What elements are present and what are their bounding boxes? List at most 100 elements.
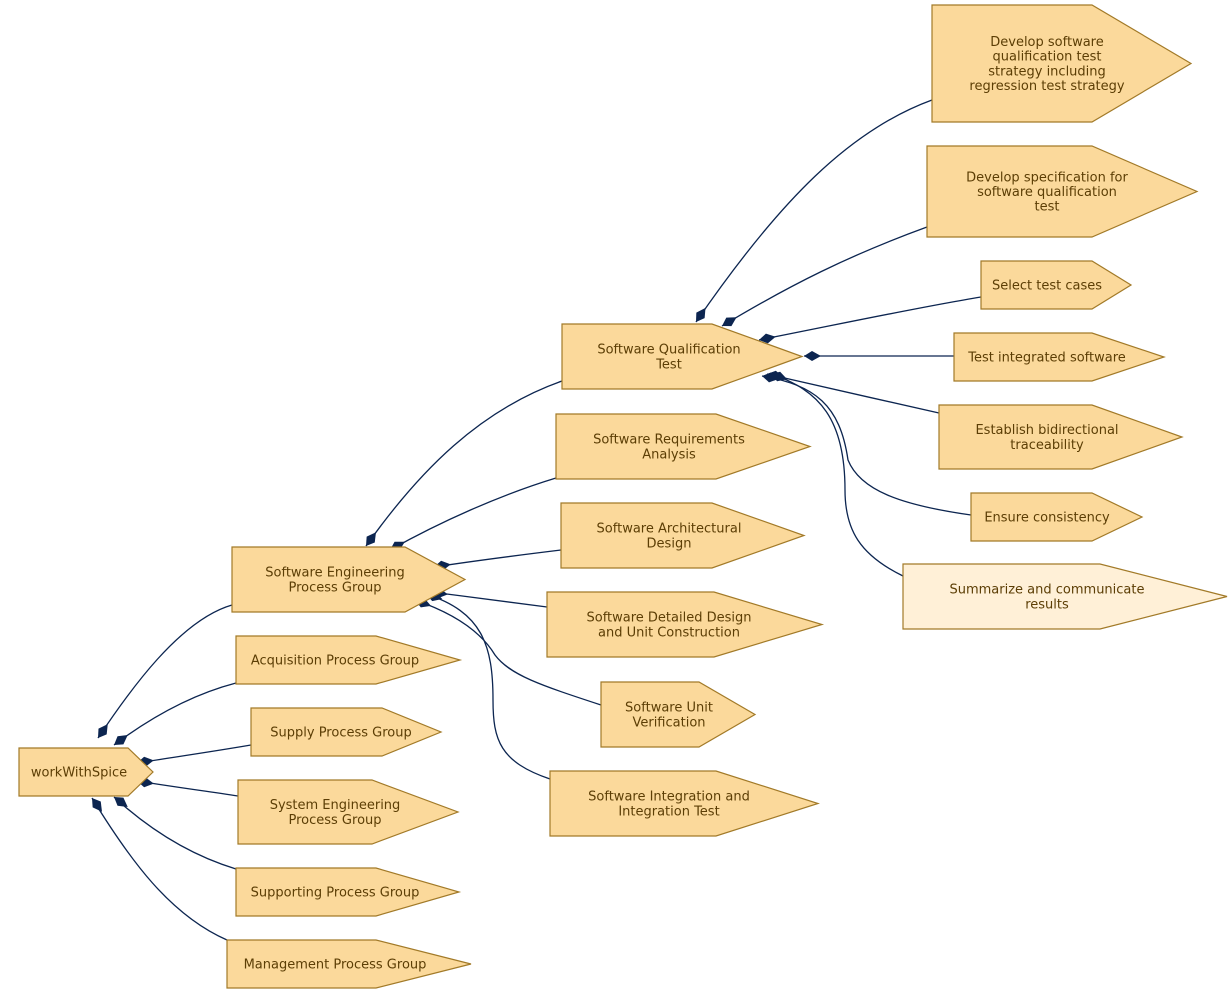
edge-t6 <box>761 375 972 516</box>
node-sad-shape <box>560 502 806 569</box>
node-t3-shape <box>980 260 1133 310</box>
node-sad-label-line: Design <box>647 536 692 551</box>
edge-spg-diamond <box>114 797 128 807</box>
node-t7-label-line: results <box>1025 597 1069 612</box>
node-seg-shape <box>231 546 467 613</box>
edge-sqt <box>365 380 563 547</box>
node-sad-label-line: Software Architectural <box>597 522 742 537</box>
node-mpg-shape <box>226 939 472 989</box>
edge-t2 <box>721 226 928 327</box>
node-sra-label-line: Analysis <box>642 447 696 462</box>
node-sqt-label-line: Test <box>655 357 682 372</box>
edge-mpg-diamond <box>92 798 102 812</box>
node-t2-label-line: test <box>1035 200 1060 215</box>
edges <box>91 99 982 941</box>
node-t1-label-line: qualification test <box>993 50 1102 65</box>
node-sqt-label-line: Software Qualification <box>597 343 740 358</box>
node-t4-shape <box>953 332 1166 382</box>
edge-seg-diamond <box>98 724 108 738</box>
node-mpg[interactable]: Management Process Group <box>226 939 472 989</box>
node-t7-label-line: Summarize and communicate <box>949 583 1144 598</box>
edge-t1-diamond <box>696 307 706 322</box>
node-t2-label-line: software qualification <box>977 185 1117 200</box>
node-sit-shape <box>549 770 820 837</box>
edge-sit <box>425 593 551 780</box>
node-root-shape <box>18 747 154 797</box>
node-t2-label-line: Develop specification for <box>966 170 1128 185</box>
node-acq[interactable]: Acquisition Process Group <box>235 635 463 685</box>
edge-seg <box>97 604 233 739</box>
node-t3-label-line: Select test cases <box>992 279 1102 294</box>
node-sys-label-line: System Engineering <box>270 798 401 813</box>
node-suv-label-line: Software Unit <box>625 701 713 716</box>
node-acq-shape <box>235 635 463 685</box>
node-sys-shape <box>237 779 460 845</box>
node-seg-label-line: Software Engineering <box>265 566 404 581</box>
edge-sra <box>389 477 557 551</box>
node-root-label-line: workWithSpice <box>31 766 127 781</box>
node-suv-shape <box>600 681 757 748</box>
node-sdd-label-line: and Unit Construction <box>598 625 740 640</box>
node-t1-label-line: strategy including <box>988 64 1106 79</box>
edge-sqt-diamond <box>366 532 376 546</box>
edge-sad <box>433 549 562 568</box>
node-t1-shape <box>931 4 1193 123</box>
node-t6-shape <box>970 492 1144 542</box>
edge-spg <box>113 796 237 870</box>
node-t5-label-line: Establish bidirectional <box>975 423 1118 438</box>
node-sup[interactable]: Supply Process Group <box>250 707 443 757</box>
node-t1-label-line: Develop software <box>990 35 1103 50</box>
node-spg-label-line: Supporting Process Group <box>251 886 420 901</box>
node-spg[interactable]: Supporting Process Group <box>235 867 462 917</box>
node-t7-shape <box>902 563 1228 630</box>
edge-mpg <box>91 797 228 941</box>
edge-t3-diamond <box>759 333 776 344</box>
node-sit-label-line: Integration Test <box>618 804 719 819</box>
node-sqt-shape <box>561 323 804 390</box>
edge-sdd <box>430 591 548 608</box>
node-sup-shape <box>250 707 443 757</box>
node-t1-label-line: regression test strategy <box>969 79 1124 94</box>
node-t2-shape <box>926 145 1199 238</box>
edge-t7-diamond <box>771 371 788 382</box>
node-sra-label-line: Software Requirements <box>593 433 745 448</box>
node-t6-label-line: Ensure consistency <box>984 511 1110 526</box>
edge-sup <box>136 744 252 764</box>
node-t5-label-line: traceability <box>1010 438 1084 453</box>
node-sys-label-line: Process Group <box>288 813 381 828</box>
node-sdd-shape <box>546 591 825 658</box>
edge-acq-diamond <box>114 735 128 745</box>
node-mpg-label-line: Management Process Group <box>244 958 427 973</box>
node-acq-label-line: Acquisition Process Group <box>251 654 419 669</box>
node-seg-label-line: Process Group <box>288 580 381 595</box>
edge-acq <box>113 682 237 746</box>
node-root[interactable]: workWithSpice <box>18 747 154 797</box>
edge-t1 <box>695 99 933 323</box>
node-suv-label-line: Verification <box>632 715 705 730</box>
node-sit-label-line: Software Integration and <box>588 790 750 805</box>
node-t4[interactable]: Test integrated software <box>953 332 1166 382</box>
node-sup-label-line: Supply Process Group <box>270 726 411 741</box>
node-spg-shape <box>235 867 462 917</box>
edge-t5 <box>766 373 940 414</box>
node-t6[interactable]: Ensure consistency <box>970 492 1144 542</box>
edge-suv <box>414 599 602 706</box>
node-sra-shape <box>555 413 812 480</box>
edge-t2-diamond <box>722 317 737 327</box>
node-t3[interactable]: Select test cases <box>980 260 1133 310</box>
edge-t4-diamond <box>804 351 821 361</box>
